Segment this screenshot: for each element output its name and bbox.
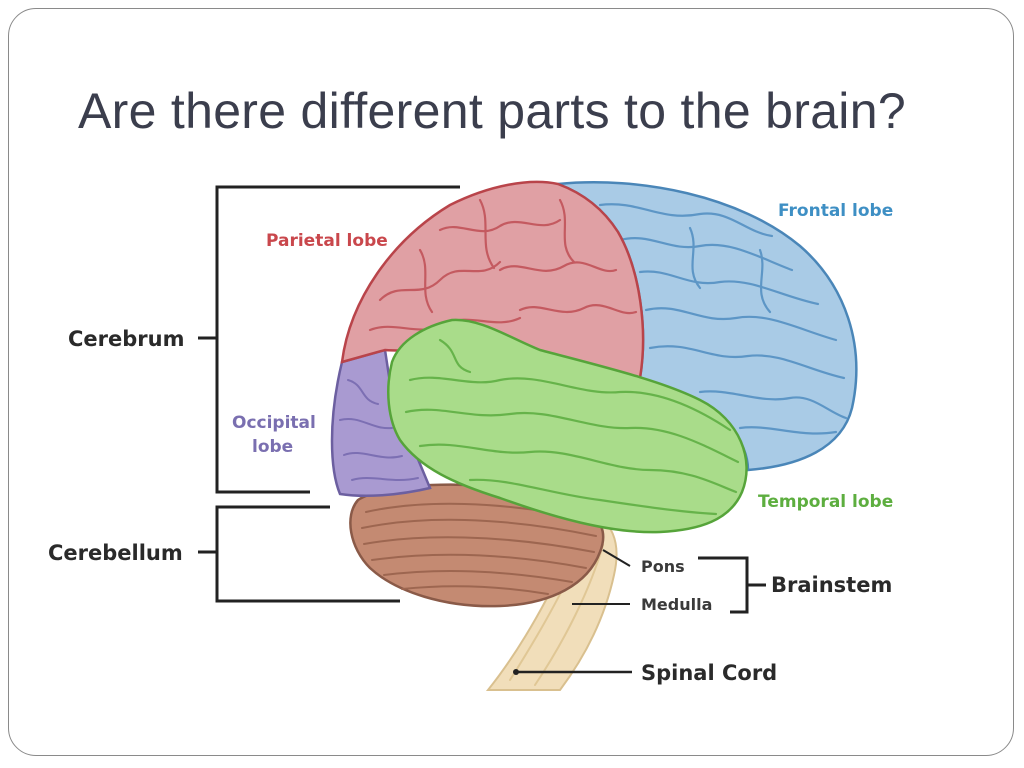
- medulla-label: Medulla: [641, 595, 712, 614]
- spinal-cord-label: Spinal Cord: [641, 661, 777, 685]
- occipital-lobe-label-line2: lobe: [252, 437, 293, 457]
- temporal-lobe-label: Temporal lobe: [758, 492, 893, 512]
- slide-title: Are there different parts to the brain?: [78, 83, 906, 139]
- occipital-lobe-region: [330, 348, 432, 498]
- parietal-lobe-label: Parietal lobe: [266, 231, 388, 251]
- pons-leader: [602, 549, 631, 567]
- spinal-cord-dot: [513, 669, 519, 675]
- frontal-lobe-label: Frontal lobe: [778, 201, 893, 221]
- pons-label: Pons: [641, 557, 685, 576]
- occipital-lobe-label-line1: Occipital: [232, 413, 316, 433]
- cerebellum-label: Cerebellum: [48, 541, 183, 565]
- brainstem-label: Brainstem: [771, 573, 892, 597]
- cerebrum-label: Cerebrum: [68, 327, 184, 351]
- cerebellum-bracket: [215, 505, 400, 603]
